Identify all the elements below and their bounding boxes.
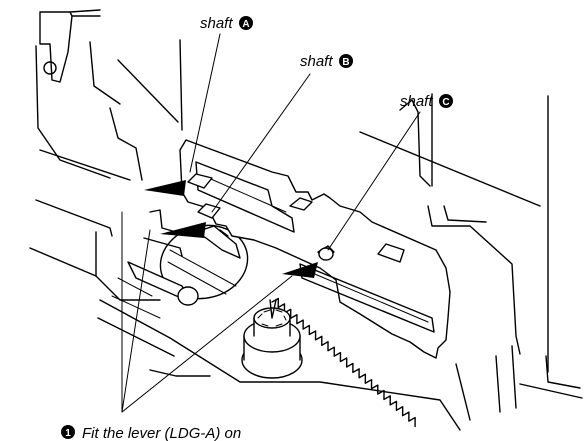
badge-circle [439,94,453,108]
motor-knob [241,299,303,379]
insert-arrows [144,180,318,278]
lever-plate [143,139,451,359]
instruction-leaders [121,211,293,413]
arrow-shaft-a [144,180,186,196]
leader-line-a [189,33,221,173]
callout-shaft-b: shaft B [300,53,353,70]
shaft-c-pin [317,245,335,261]
badge-letter: C [442,97,449,108]
callout-label: shaft [400,93,433,110]
callout-shaft-c: shaft C [400,93,453,110]
callout-label: shaft [200,15,233,32]
step-number: 1 [65,428,71,439]
step-badge [61,425,75,439]
gear-rack [271,297,416,428]
instruction-text: Fit the lever (LDG-A) on [82,425,241,441]
roller [111,261,199,319]
instruction: 1 Fit the lever (LDG-A) on [61,425,241,441]
chassis-frame [29,9,583,431]
callout-shaft-a: shaft A [200,15,253,32]
leader-lines [189,33,421,251]
badge-letter: A [242,19,249,30]
callout-label: shaft [300,53,333,70]
arrow-shaft-c [282,262,318,278]
badge-circle [239,16,253,30]
leader-line-b [211,73,311,213]
arrow-shaft-b [160,222,206,238]
leader-line-c [327,111,421,251]
badge-letter: B [342,57,349,68]
badge-circle [339,54,353,68]
